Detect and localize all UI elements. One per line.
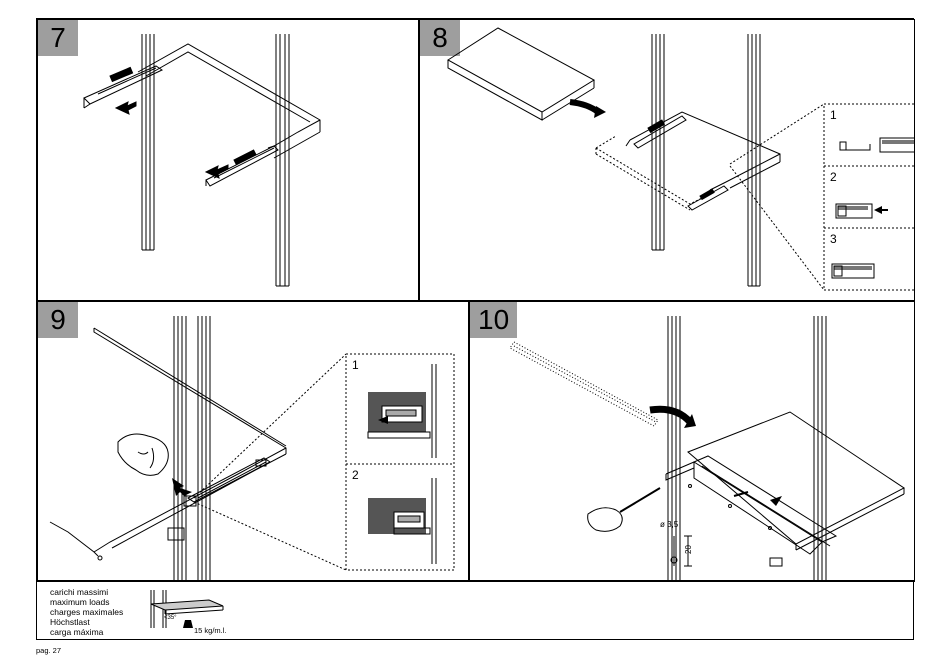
dotted-shelf-outline <box>596 136 710 210</box>
inset-1-drawing <box>368 364 436 458</box>
drawer-frame <box>626 112 780 190</box>
shelf-board <box>688 412 904 550</box>
screw-length-label: 20 <box>684 545 693 554</box>
inset-number: 1 <box>830 108 837 122</box>
load-label-line: maximum loads <box>50 597 123 607</box>
step-10-drawing <box>470 302 915 581</box>
insert-arrow <box>570 102 598 112</box>
weight-icon <box>183 620 193 628</box>
page-number: pag. 27 <box>36 646 61 655</box>
step-9-panel: 9 <box>37 301 469 581</box>
load-label-line: carichi massimi <box>50 587 123 597</box>
hand-icon <box>588 508 623 532</box>
inset-number: 2 <box>352 468 359 482</box>
inset-1-drawing <box>840 138 915 152</box>
detail-inset <box>346 354 454 570</box>
runner <box>168 458 270 540</box>
instruction-sheet: 7 <box>36 18 914 640</box>
load-label-line: Höchstlast <box>50 617 123 627</box>
inset-number: 3 <box>830 232 837 246</box>
inset-2-drawing <box>368 478 436 564</box>
drawer-frame <box>138 44 320 158</box>
max-loads-label: carichi massimi maximum loads charges ma… <box>50 587 123 637</box>
inset-number: 2 <box>830 170 837 184</box>
inset-2-drawing <box>836 204 888 218</box>
step-10-panel: 10 <box>469 301 915 581</box>
upright-left <box>174 316 186 581</box>
load-label-line: carga máxima <box>50 627 123 637</box>
runner-bottom <box>688 186 728 210</box>
step-9-drawing <box>38 302 469 581</box>
max-load-value: 15 kg/m.l. <box>194 626 227 635</box>
step-7-drawing <box>38 20 419 301</box>
upright-right <box>198 316 210 581</box>
insert-arrow <box>650 409 690 422</box>
load-label-line: charges maximales <box>50 607 123 617</box>
angle-label: <35° <box>164 615 177 621</box>
arrow-left <box>206 165 228 178</box>
step-8-panel: 8 <box>419 19 915 301</box>
max-loads-section: carichi massimi maximum loads charges ma… <box>37 581 915 641</box>
screwdriver <box>620 488 660 512</box>
inset-3-drawing <box>832 264 874 278</box>
upright-right <box>748 34 760 286</box>
step-8-drawing <box>420 20 915 301</box>
hand-icon <box>118 434 168 475</box>
upright-left <box>652 34 664 250</box>
runner-bottom <box>206 146 278 186</box>
drill-diameter-label: ø 3,5 <box>660 520 678 529</box>
back-rail <box>510 342 658 426</box>
step-7-panel: 7 <box>37 19 419 301</box>
detail-leader <box>730 104 824 290</box>
upright-right <box>276 34 289 286</box>
inset-number: 1 <box>352 358 359 372</box>
arrow-left <box>116 102 136 114</box>
shelf-board <box>50 328 286 560</box>
detail-inset <box>824 104 915 290</box>
shelf-board <box>448 28 594 120</box>
